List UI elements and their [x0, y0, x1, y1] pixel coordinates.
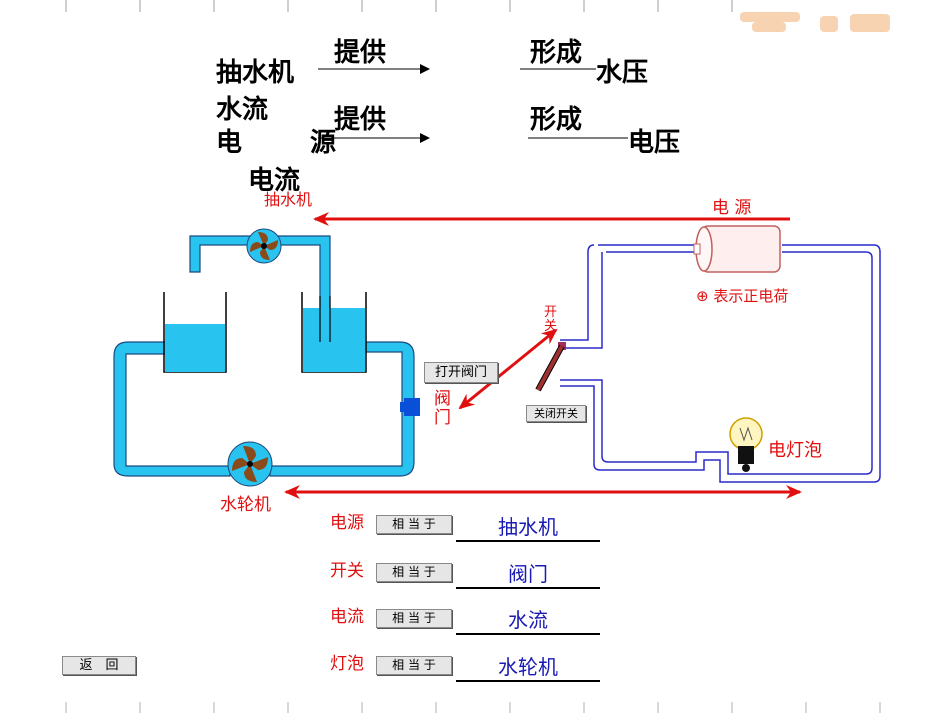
pump-top-label: 抽水机	[264, 190, 313, 209]
open-valve-button[interactable]: 打开阀门	[424, 362, 498, 383]
pump-top-icon	[246, 228, 282, 264]
turbine-icon	[227, 441, 273, 487]
analogy-provide-1: 提供	[334, 38, 387, 68]
bulb-label: 电灯泡	[768, 440, 822, 461]
analogy-source-power-a: 电	[216, 128, 243, 158]
analogy-provide-2: 提供	[334, 105, 387, 135]
analogy-result-voltage: 电压	[628, 128, 681, 158]
equivalence-term: 电源	[330, 513, 364, 533]
analogy-result-water-pressure: 水压	[596, 58, 649, 88]
battery-icon	[693, 225, 781, 273]
equivalence-answer: 抽水机	[456, 514, 600, 542]
top-dash-border	[0, 0, 950, 14]
equivalent-to-button[interactable]: 相 当 于	[376, 609, 452, 628]
equivalence-term: 灯泡	[330, 654, 364, 674]
equivalent-to-button[interactable]: 相 当 于	[376, 656, 452, 675]
water-circuit	[113, 235, 415, 477]
analogy-source-pump: 抽水机	[216, 58, 295, 88]
top-dash-svg	[65, 0, 733, 12]
electric-circuit	[560, 244, 881, 483]
close-switch-button[interactable]: 关闭开关	[526, 405, 586, 422]
analogy-source-power-b: 源	[310, 128, 337, 158]
arrow-valve-to-switch	[458, 328, 558, 410]
equivalent-to-button[interactable]: 相 当 于	[376, 515, 452, 534]
equivalence-answer: 水轮机	[456, 654, 600, 682]
equivalence-term: 电流	[330, 607, 364, 627]
analogy-water-flow: 水流	[216, 95, 269, 125]
bulb-icon	[729, 417, 763, 472]
equivalence-answer: 水流	[456, 607, 600, 635]
valve-label: 阀 门	[434, 389, 451, 428]
turbine-label: 水轮机	[220, 495, 271, 515]
analogy-form-2: 形成	[530, 105, 583, 135]
switch-label: 开 关	[544, 305, 558, 334]
valve-icon	[400, 398, 420, 416]
power-label: 电 源	[712, 198, 752, 218]
equivalence-answer: 阀门	[456, 561, 600, 589]
bottom-dash-svg	[65, 702, 881, 713]
equivalent-to-button[interactable]: 相 当 于	[376, 563, 452, 582]
equivalence-term: 开关	[330, 561, 364, 581]
switch-icon	[535, 342, 566, 392]
charge-note: ⊕ 表示正电荷	[696, 287, 789, 305]
analogy-form-1: 形成	[530, 38, 583, 68]
bottom-dash-border	[0, 700, 950, 713]
analogy-current: 电流	[248, 166, 301, 196]
back-button[interactable]: 返 回	[62, 656, 136, 675]
